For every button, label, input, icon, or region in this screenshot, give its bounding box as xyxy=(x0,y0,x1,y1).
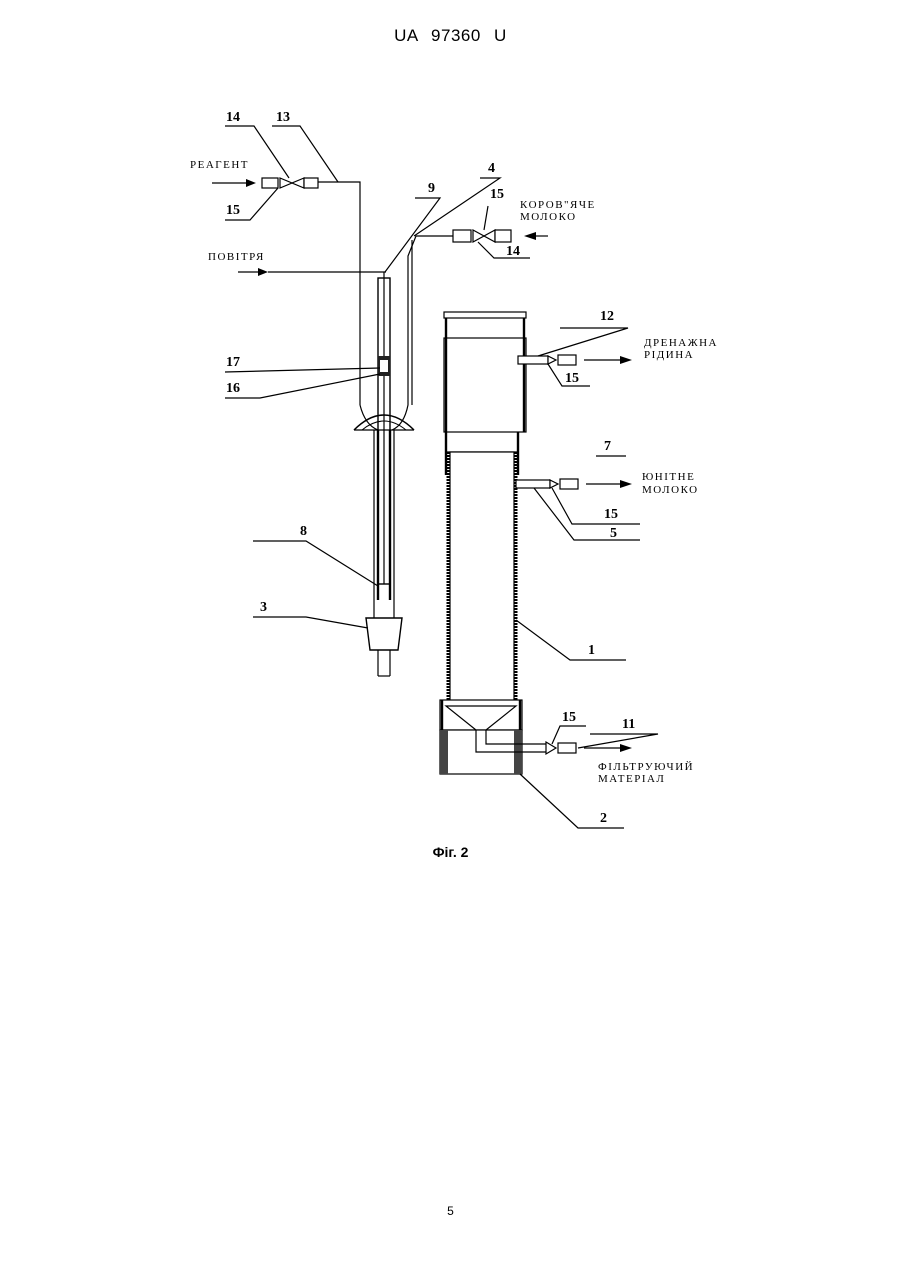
leader-11 xyxy=(578,734,658,748)
flow-filter-2: МАТЕРІАЛ xyxy=(598,773,665,785)
label-13: 13 xyxy=(276,110,290,125)
column-assembly xyxy=(440,312,632,774)
drain-valve xyxy=(558,355,576,365)
drain-outlet-pipe xyxy=(518,356,548,364)
label-15c: 15 xyxy=(565,371,579,386)
leader-1 xyxy=(516,620,626,660)
separator-section xyxy=(444,338,526,432)
label-15e: 15 xyxy=(562,710,576,725)
reagent-line-bend xyxy=(360,405,378,430)
label-3: 3 xyxy=(260,600,267,615)
milk-valve-group xyxy=(453,230,548,242)
milk-arrowhead xyxy=(524,232,536,240)
figure-caption: Фіг. 2 xyxy=(0,844,901,860)
milk-valve-b xyxy=(484,230,495,242)
leader-14b xyxy=(478,242,530,258)
flow-cow-milk-1: КОРОВ"ЯЧЕ xyxy=(520,199,596,211)
ionite-valve xyxy=(560,479,578,489)
milk-valve-a xyxy=(473,230,484,242)
flow-reagent: РЕАГЕНТ xyxy=(190,159,249,171)
ionite-arrowhead xyxy=(620,480,632,488)
filter-arrowhead xyxy=(620,744,632,752)
leader-4 xyxy=(414,178,500,236)
label-7: 7 xyxy=(604,439,611,454)
connector-17-inner xyxy=(380,360,388,372)
label-16: 16 xyxy=(226,381,240,396)
label-8: 8 xyxy=(300,524,307,539)
page-number: 5 xyxy=(0,1204,901,1218)
separator-transition xyxy=(446,432,518,452)
reagent-valve-a xyxy=(280,178,292,188)
reagent-valve-b xyxy=(292,178,304,188)
label-15a: 15 xyxy=(226,203,240,218)
column-body xyxy=(450,452,514,702)
leader-17 xyxy=(225,368,380,372)
label-1: 1 xyxy=(588,643,595,658)
label-14a: 14 xyxy=(226,110,240,125)
leader-5 xyxy=(534,488,640,540)
flow-drain-2: РІДИНА xyxy=(644,349,694,361)
leader-15d xyxy=(552,488,640,524)
label-14b: 14 xyxy=(506,244,520,259)
leader-16 xyxy=(225,374,380,398)
leader-3 xyxy=(253,617,368,628)
flow-ionite-2: МОЛОКО xyxy=(642,484,699,496)
nozzle xyxy=(366,618,402,650)
flow-air: ПОВІТРЯ xyxy=(208,251,265,263)
label-15b: 15 xyxy=(490,187,504,202)
column-lid xyxy=(444,312,526,318)
label-11: 11 xyxy=(622,717,635,732)
air-arrowhead xyxy=(258,268,268,276)
flow-drain-1: ДРЕНАЖНА xyxy=(644,337,718,349)
leader-15b xyxy=(484,206,488,230)
flow-filter-1: ФІЛЬТРУЮЧИЙ xyxy=(598,761,694,773)
drain-arrowhead xyxy=(620,356,632,364)
flow-ionite-1: ЮНІТНЕ xyxy=(642,471,695,483)
label-4: 4 xyxy=(488,161,495,176)
label-9: 9 xyxy=(428,181,435,196)
label-17: 17 xyxy=(226,355,240,370)
label-5: 5 xyxy=(610,526,617,541)
milk-filter xyxy=(453,230,471,242)
filter-valve xyxy=(558,743,576,753)
reagent-arrowhead xyxy=(246,179,256,187)
reagent-line xyxy=(311,182,360,405)
leader-8 xyxy=(253,541,378,586)
reagent-filter xyxy=(262,178,278,188)
label-15d: 15 xyxy=(604,507,618,522)
milk-fitting xyxy=(495,230,511,242)
flow-cow-milk-2: МОЛОКО xyxy=(520,211,577,223)
leader-15e xyxy=(552,726,586,744)
label-12: 12 xyxy=(600,309,614,324)
reagent-fitting xyxy=(304,178,318,188)
leader-12 xyxy=(538,328,628,356)
label-2: 2 xyxy=(600,811,607,826)
ionite-outlet-pipe xyxy=(516,480,550,488)
leader-13 xyxy=(272,126,338,182)
